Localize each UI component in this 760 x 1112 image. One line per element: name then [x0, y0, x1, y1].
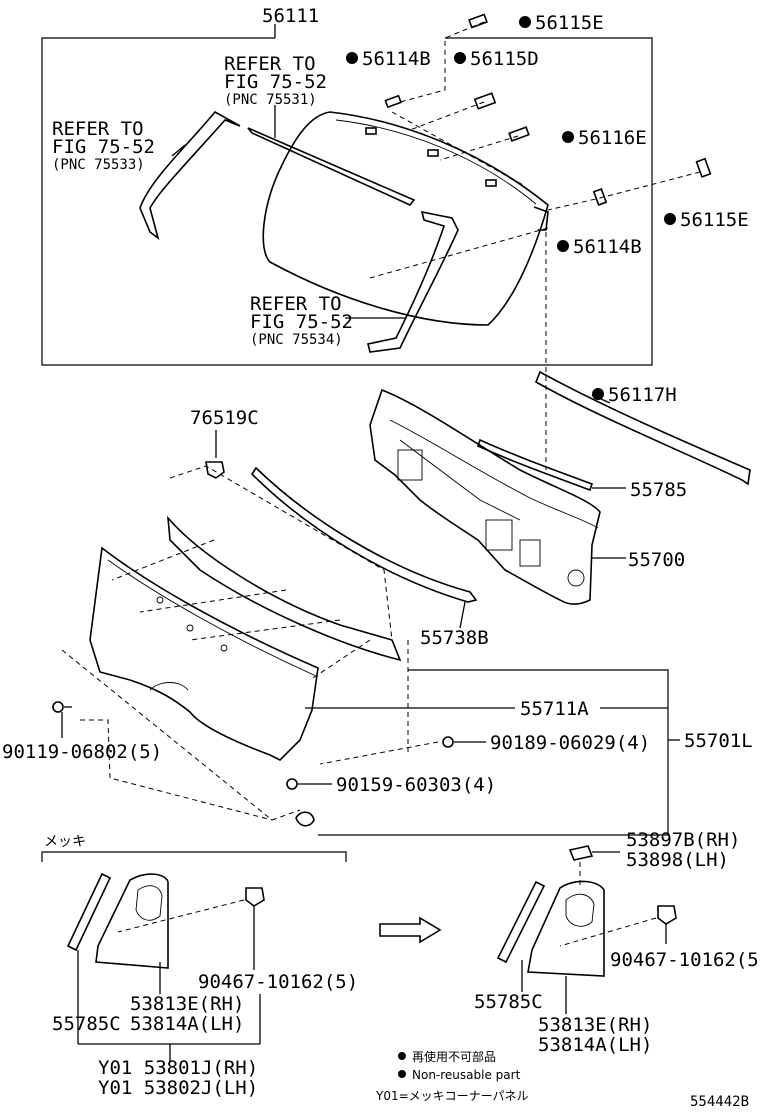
label-refer-b-2: FIG 75-52 — [52, 136, 155, 158]
label-refer-a-3: (PNC 75531) — [224, 92, 317, 108]
label-55785c-left: 55785C — [52, 1013, 121, 1035]
screw-90189 — [442, 736, 454, 748]
clip-90467-right — [657, 905, 677, 925]
clip-90467-left — [245, 887, 265, 907]
label-53898: 53898(LH) — [626, 849, 729, 871]
nonreusable-marker — [592, 388, 604, 400]
label-55785c-right: 55785C — [474, 991, 543, 1013]
corner-panel-right — [527, 880, 605, 977]
seal-55785c-left — [66, 872, 112, 952]
label-refer-b-3: (PNC 75533) — [52, 157, 145, 173]
label-53814a-left: 53814A(LH) — [130, 1013, 244, 1035]
label-55785: 55785 — [630, 479, 687, 501]
clip-56115e-right — [695, 157, 712, 178]
label-55711a: 55711A — [520, 698, 589, 720]
label-55701l: 55701L — [684, 730, 753, 752]
label-refer-b-1: REFER TO — [52, 118, 144, 140]
label-mekki: メッキ — [44, 834, 86, 850]
label-56116e: 56116E — [578, 127, 647, 149]
label-56115e-right: 56115E — [680, 209, 749, 231]
label-90467-right: 90467-10162(5) — [610, 949, 760, 971]
label-56117h: 56117H — [608, 384, 677, 406]
label-90119: 90119-06802(5) — [2, 741, 162, 763]
glass-clip — [365, 127, 377, 135]
label-90189: 90189-06029(4) — [490, 732, 650, 754]
label-y01-53801j: Y01 53801J(RH) — [98, 1057, 258, 1079]
label-76519c: 76519C — [190, 407, 259, 429]
seal-55738b — [250, 466, 478, 603]
label-56114b-right: 56114B — [573, 236, 642, 258]
seal-55785 — [477, 438, 594, 492]
screw-90119 — [52, 701, 64, 713]
legend-dot — [398, 1070, 406, 1078]
upper-molding — [247, 127, 416, 206]
label-53814a-right: 53814A(LH) — [538, 1034, 652, 1056]
label-56114b-top: 56114B — [362, 48, 431, 70]
label-y01-53802j: Y01 53802J(LH) — [98, 1077, 258, 1099]
label-refer-c-2: FIG 75-52 — [250, 311, 353, 333]
legend-y01: Y01=メッキコーナーパネル — [375, 1089, 529, 1103]
left-side-molding — [139, 110, 241, 241]
cowl-top-panel-55711a — [89, 546, 319, 761]
label-56115d: 56115D — [470, 48, 539, 70]
label-55700: 55700 — [628, 549, 685, 571]
clip-56116e — [508, 126, 530, 142]
mekki-bracket — [41, 851, 347, 862]
nonreusable-marker — [519, 16, 531, 28]
windshield-glass — [262, 111, 549, 326]
diagram-id: 554442B — [690, 1094, 749, 1110]
label-53813e-left: 53813E(RH) — [130, 993, 244, 1015]
label-refer-c-1: REFER TO — [250, 293, 342, 315]
label-53813e-right: 53813E(RH) — [538, 1014, 652, 1036]
clip-76519c — [205, 461, 225, 479]
clip-56115e-top — [468, 13, 488, 29]
label-56115e-top: 56115E — [535, 12, 604, 34]
clip-53897b — [568, 845, 594, 861]
weatherstrip-56117h — [534, 370, 751, 486]
nonreusable-marker — [562, 131, 574, 143]
label-90467-left: 90467-10162(5) — [198, 971, 358, 993]
label-90159: 90159-60303(4) — [336, 774, 496, 796]
clip-56114b-top — [384, 94, 402, 109]
inner-cowl-panel — [166, 515, 402, 662]
legend-jp: 再使用不可部品 — [412, 1049, 496, 1064]
nonreusable-marker — [346, 52, 358, 64]
windshield-group-box — [41, 37, 653, 366]
group-bracket-55701l — [318, 669, 669, 836]
nonreusable-marker — [664, 213, 676, 225]
legend-dot — [398, 1052, 406, 1060]
clip-56114b-right — [592, 188, 608, 206]
glass-clip — [485, 179, 497, 187]
label-56111: 56111 — [262, 5, 319, 27]
nonreusable-marker — [557, 240, 569, 252]
seal-55785c-right — [496, 880, 546, 964]
label-refer-c-3: (PNC 75534) — [250, 332, 343, 348]
right-side-molding — [367, 210, 459, 353]
corner-panel-left — [95, 873, 169, 969]
clip-56115d — [473, 92, 497, 110]
arrow-icon — [379, 916, 442, 944]
glass-clip — [427, 149, 439, 157]
legend-en: Non-reusable part — [412, 1068, 521, 1082]
label-refer-a-2: FIG 75-52 — [224, 71, 327, 93]
label-53897b: 53897B(RH) — [626, 829, 740, 851]
cowl-panel-55700 — [369, 388, 601, 605]
label-refer-a-1: REFER TO — [224, 53, 316, 75]
grommet — [295, 811, 315, 827]
screw-90159 — [286, 778, 298, 790]
nonreusable-marker — [454, 52, 466, 64]
label-55738b: 55738B — [420, 627, 489, 649]
